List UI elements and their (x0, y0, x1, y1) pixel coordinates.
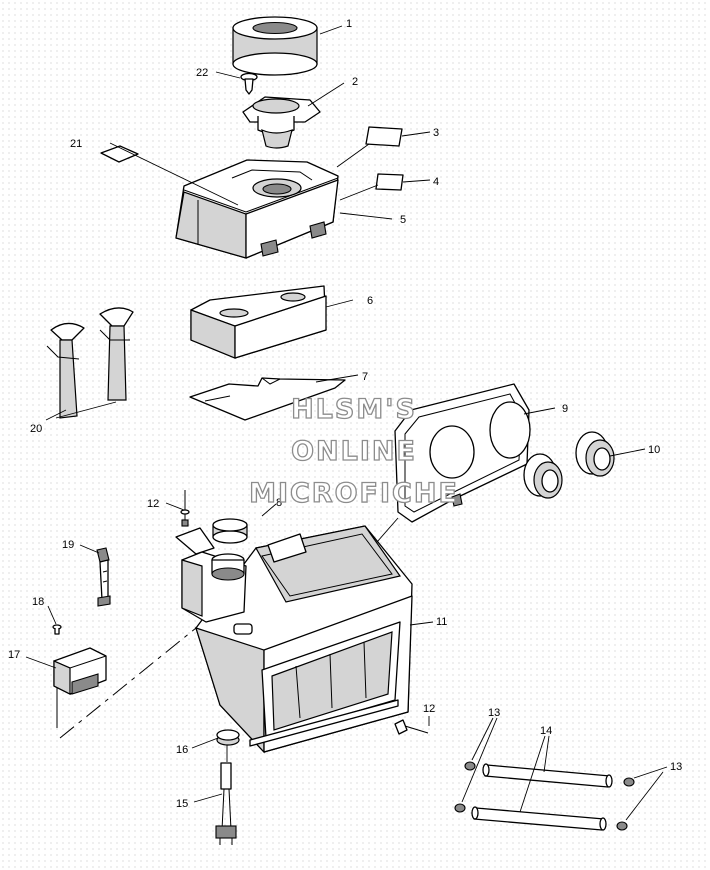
watermark-line-3: MICROFICHE (249, 478, 459, 509)
callout-11: 11 (436, 616, 447, 628)
part-13-clamps (454, 761, 635, 831)
part-1-foam-ring (232, 16, 318, 76)
callout-7: 7 (362, 371, 368, 383)
part-2-intake-adapter (242, 96, 321, 149)
part-11-air-box-body (175, 525, 413, 754)
callout-14: 14 (540, 725, 552, 737)
watermark-line-1: HLSM'S (291, 394, 417, 425)
part-21-decal (100, 145, 139, 163)
part-10-boots (523, 431, 615, 499)
callout-labels: 1 2 3 4 5 6 7 8 9 10 11 12 12 13 13 14 1… (8, 18, 682, 810)
callout-22: 22 (196, 67, 208, 79)
callout-6: 6 (367, 295, 373, 307)
callout-4: 4 (433, 176, 439, 188)
callout-12-lower: 12 (423, 703, 435, 715)
callout-12-upper: 12 (147, 498, 159, 510)
part-5-airbox-cover (175, 159, 339, 259)
callout-15: 15 (176, 798, 188, 810)
callout-9: 9 (562, 403, 568, 415)
callout-5: 5 (400, 214, 406, 226)
part-8-cap (212, 518, 248, 544)
part-20-intake-horns (46, 307, 134, 419)
callout-2: 2 (352, 76, 358, 88)
part-7-gasket (189, 377, 346, 421)
callout-8: 8 (276, 497, 282, 509)
callout-19: 19 (62, 539, 74, 551)
part-14-tubes (471, 763, 613, 831)
assembly-lines (59, 143, 399, 762)
part-4-decal (375, 173, 404, 191)
watermark-line-2: ONLINE (291, 436, 417, 467)
part-19-clip (96, 547, 111, 607)
part-9-air-box-plate (394, 383, 531, 523)
part-22-push-rivet (240, 72, 258, 95)
part-6-foam-filter (190, 285, 327, 359)
callout-17: 17 (8, 649, 20, 661)
part-16-grommet (216, 729, 240, 746)
callout-21: 21 (70, 138, 82, 150)
callout-3: 3 (433, 127, 439, 139)
callout-20: 20 (30, 423, 42, 435)
part-3-decal (365, 126, 403, 147)
callout-10: 10 (648, 444, 660, 456)
part-12-screw-upper (180, 490, 190, 527)
callout-13-left: 13 (488, 707, 500, 719)
part-15-sensor (215, 762, 237, 845)
watermark: HLSM'S ONLINE MICROFICHE (248, 393, 459, 509)
callout-16: 16 (176, 744, 188, 756)
part-12-screw-lower (394, 719, 429, 735)
callout-13-right: 13 (670, 761, 682, 773)
callout-18: 18 (32, 596, 44, 608)
leader-lines (25, 25, 668, 821)
part-18-screw (52, 624, 62, 635)
callout-1: 1 (346, 18, 352, 30)
part-17-module (53, 647, 107, 728)
